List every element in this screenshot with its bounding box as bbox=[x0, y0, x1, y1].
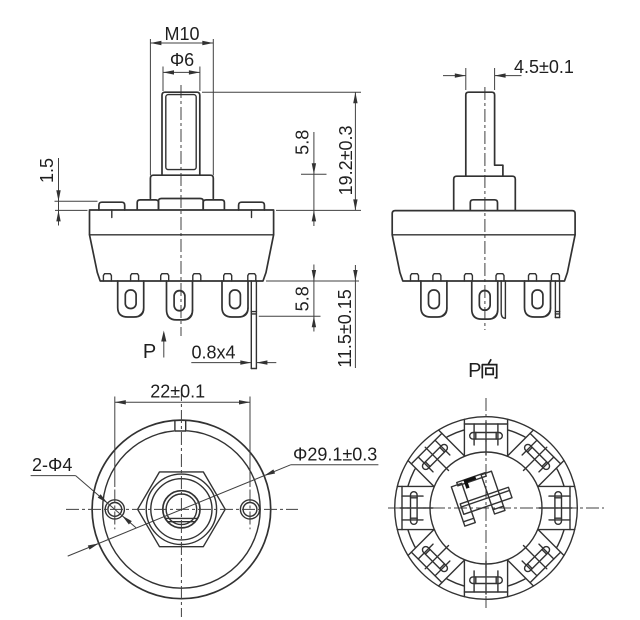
side-pin bbox=[554, 280, 561, 319]
side-bushing bbox=[452, 175, 517, 212]
dim-phi29-1-label: Φ29.1±0.3 bbox=[293, 445, 377, 465]
view-arrow-p: P bbox=[143, 330, 167, 363]
front-terminal-3 bbox=[221, 280, 249, 318]
dim-phi6: Φ6 bbox=[162, 50, 201, 91]
side-caption-p: P bbox=[468, 360, 481, 382]
side-terminal-2b bbox=[500, 280, 507, 319]
front-shaft-inner bbox=[165, 93, 197, 171]
dim-0-8x4: 0.8x4 bbox=[191, 343, 277, 365]
dim-phi6-label: Φ6 bbox=[170, 50, 194, 70]
rotor-blade bbox=[459, 486, 513, 516]
dim-0-8x4-label: 0.8x4 bbox=[191, 343, 235, 363]
front-hex-boss bbox=[136, 197, 226, 211]
top-view: 22±0.1 2-Φ4 Φ29.1±0.3 bbox=[30, 382, 379, 617]
view-arrow-p-label: P bbox=[143, 341, 156, 363]
dim-19-2: 19.2±0.3 bbox=[202, 91, 361, 211]
dim-5-8-upper: 5.8 bbox=[293, 130, 327, 226]
dim-m10: M10 bbox=[149, 24, 214, 176]
dim-2-phi4-label: 2-Φ4 bbox=[32, 455, 72, 475]
dim-11-5: 11.5±0.15 bbox=[335, 265, 358, 368]
front-view bbox=[88, 85, 275, 370]
dim-22: 22±0.1 bbox=[114, 382, 251, 487]
front-bushing bbox=[149, 174, 215, 200]
dim-m10-label: M10 bbox=[164, 24, 199, 44]
dim-19-2-label: 19.2±0.3 bbox=[336, 125, 356, 195]
bottom-rotor bbox=[450, 470, 513, 527]
dim-5-8-lower: 5.8 bbox=[258, 264, 359, 332]
dim-1-5-label: 1.5 bbox=[37, 158, 57, 183]
dim-1-5: 1.5 bbox=[37, 158, 98, 226]
front-terminal-1 bbox=[116, 280, 145, 318]
dim-2-phi4: 2-Φ4 bbox=[30, 455, 137, 529]
dim-5-8-lower-label: 5.8 bbox=[293, 286, 313, 311]
dim-4-5: 4.5±0.1 bbox=[443, 57, 574, 90]
dim-5-8-upper-label: 5.8 bbox=[293, 130, 313, 155]
dim-11-5-label: 11.5±0.15 bbox=[335, 289, 355, 368]
side-shaft-outline bbox=[464, 91, 504, 178]
side-view: 4.5±0.1 P bbox=[391, 57, 576, 382]
front-long-pin bbox=[250, 280, 258, 370]
top-notch bbox=[174, 419, 187, 432]
bottom-view bbox=[388, 398, 604, 608]
dim-phi29-1: Φ29.1±0.3 bbox=[67, 445, 379, 557]
front-bottom-tabs bbox=[102, 273, 257, 282]
xiang-character-glyph bbox=[481, 358, 498, 379]
front-shaft-outline bbox=[161, 91, 201, 177]
side-terminal-1 bbox=[420, 280, 448, 318]
dim-22-label: 22±0.1 bbox=[150, 382, 205, 402]
rotor-left-leg bbox=[450, 482, 476, 527]
side-body bbox=[391, 209, 576, 282]
front-body bbox=[88, 209, 275, 282]
front-dimensions: M10 Φ6 1.5 5.8 bbox=[37, 24, 361, 368]
dim-4-5-label: 4.5±0.1 bbox=[514, 57, 574, 77]
side-terminal-3 bbox=[523, 280, 552, 318]
side-view-caption: P bbox=[468, 358, 498, 382]
bottom-rotor-position-mark bbox=[463, 475, 477, 489]
front-terminal-2 bbox=[165, 280, 194, 321]
side-locating-tab bbox=[469, 198, 499, 212]
